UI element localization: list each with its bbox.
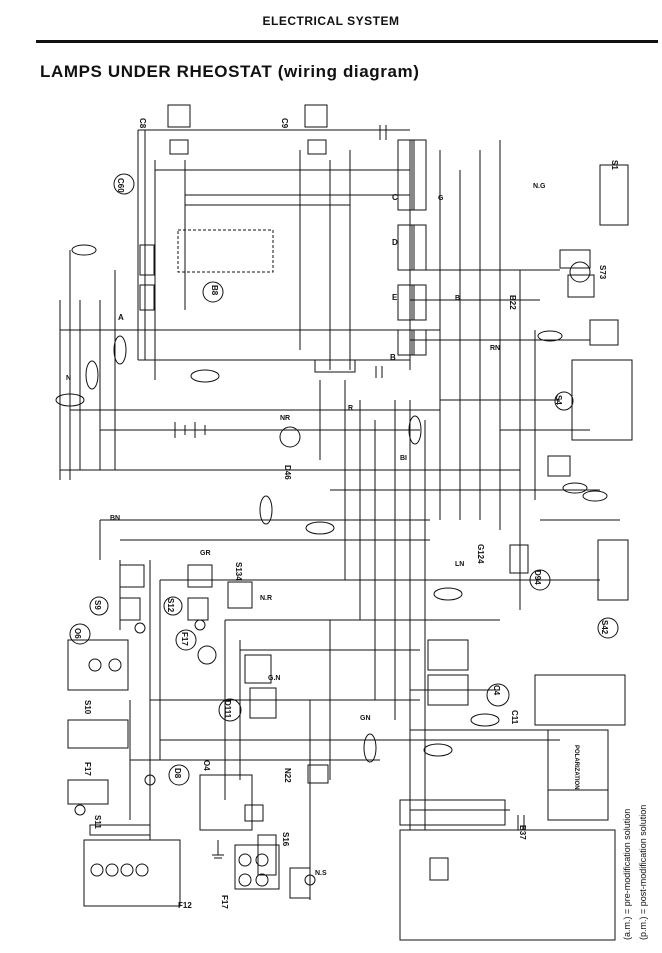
wire-label: BN — [110, 515, 120, 522]
label-c8: C8 — [138, 118, 147, 129]
label-d46: D46 — [283, 465, 292, 480]
wire-label: RN — [490, 345, 500, 352]
label-s11: S11 — [93, 815, 102, 829]
label-c60: C60 — [116, 178, 125, 193]
title-main: LAMPS UNDER RHEOSTAT — [40, 62, 273, 81]
label-polarization: POLARIZATION — [573, 745, 579, 790]
label-b22: B22 — [508, 295, 517, 310]
label-f12: F12 — [178, 901, 192, 910]
label-o4: O4 — [202, 760, 211, 771]
label-c: C — [392, 193, 398, 202]
wire-label: GR — [200, 550, 211, 557]
label-f17-b: F17 — [83, 762, 92, 776]
label-n22: N22 — [283, 768, 292, 783]
label-s73: S73 — [598, 265, 607, 280]
label-s10: S10 — [83, 700, 92, 715]
label-s4: S4 — [554, 395, 563, 405]
legend-pre-mod: (a.m.) = pre-modification solution — [622, 808, 632, 940]
label-s9: S9 — [93, 600, 102, 610]
label-d111: D111 — [223, 700, 232, 719]
label-d: D — [392, 238, 398, 247]
label-b8: B8 — [210, 285, 219, 296]
wire-label: N.S — [315, 870, 327, 877]
title-sub: (wiring diagram) — [277, 62, 420, 81]
diagram-title: LAMPS UNDER RHEOSTAT (wiring diagram) — [40, 62, 420, 82]
label-s12: S12 — [166, 598, 175, 613]
label-f17-c: F17 — [220, 895, 229, 909]
label-c4: C4 — [492, 685, 501, 696]
label-d94: D94 — [533, 570, 542, 585]
header-rule — [36, 40, 658, 43]
label-e: E — [392, 293, 398, 302]
label-b37: B37 — [518, 825, 527, 840]
wire-label: N.G — [533, 183, 546, 190]
label-s16: S16 — [281, 832, 290, 847]
wire-label: N.R — [260, 595, 272, 602]
label-f17-a: F17 — [180, 632, 189, 646]
wire-label: B — [455, 295, 460, 302]
label-d8: D8 — [173, 768, 182, 779]
wire-label: N — [66, 375, 71, 382]
label-c11: C11 — [510, 710, 519, 725]
label-b: B — [390, 353, 396, 362]
label-g124: G124 — [476, 544, 485, 564]
label-s42: S42 — [600, 620, 609, 635]
label-s134: S134 — [234, 562, 243, 581]
page-header: ELECTRICAL SYSTEM — [262, 14, 400, 28]
wire-label: NR — [280, 415, 290, 422]
wire-label: G — [438, 195, 444, 202]
label-c9: C9 — [280, 118, 289, 129]
wire-label: R — [348, 405, 353, 412]
wire-label: BI — [400, 455, 407, 462]
label-s1: S1 — [610, 160, 619, 170]
legend-post-mod: (p.m.) = post-modification solution — [638, 804, 648, 940]
wire-label: G.N — [268, 675, 280, 682]
wire-label: LN — [455, 561, 464, 568]
wire-label: GN — [360, 715, 371, 722]
label-o6: O6 — [73, 628, 82, 639]
label-a: A — [118, 313, 124, 322]
